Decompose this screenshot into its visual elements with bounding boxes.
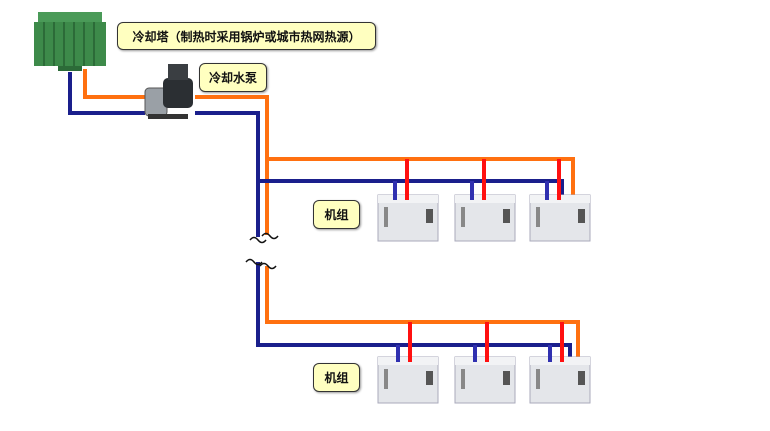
- unit-group-upper-label: 机组: [313, 200, 360, 229]
- return-riser: [195, 111, 260, 237]
- return-pipe: [68, 72, 145, 115]
- supply-riser: [195, 95, 269, 235]
- break-mark-icon: [245, 232, 279, 270]
- cooling-tower-icon: [34, 12, 106, 71]
- unit-group-lower-label: 机组: [313, 363, 360, 392]
- cooling-pump-label: 冷却水泵: [199, 63, 267, 92]
- cooling-tower-label: 冷却塔（制热时采用锅炉或城市热网热源）: [117, 22, 376, 50]
- pump-icon: [144, 64, 193, 119]
- supply-pipe: [83, 69, 145, 99]
